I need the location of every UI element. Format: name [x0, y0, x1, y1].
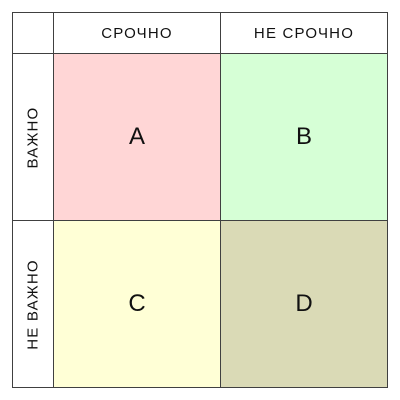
quadrant-a: A — [54, 54, 221, 221]
column-header-not-urgent: НЕ СРОЧНО — [221, 13, 387, 54]
quadrant-b-label: B — [295, 123, 312, 150]
row-header-important: ВАЖНО — [13, 54, 54, 221]
row-header-important-label: ВАЖНО — [24, 106, 42, 168]
column-header-urgent-label: СРОЧНО — [101, 24, 173, 42]
quadrant-d: D — [221, 221, 387, 387]
quadrant-d-label: D — [295, 290, 313, 317]
quadrant-c-label: C — [128, 290, 146, 317]
corner-cell — [13, 13, 54, 54]
quadrant-c: C — [54, 221, 221, 387]
quadrant-b: B — [221, 54, 387, 221]
priority-matrix: СРОЧНО НЕ СРОЧНО ВАЖНО A B НЕ ВАЖНО C D — [12, 12, 388, 388]
column-header-not-urgent-label: НЕ СРОЧНО — [253, 24, 355, 42]
row-header-not-important-label: НЕ ВАЖНО — [24, 258, 42, 350]
column-header-urgent: СРОЧНО — [54, 13, 221, 54]
quadrant-a-label: A — [128, 123, 145, 150]
row-header-not-important: НЕ ВАЖНО — [13, 221, 54, 387]
